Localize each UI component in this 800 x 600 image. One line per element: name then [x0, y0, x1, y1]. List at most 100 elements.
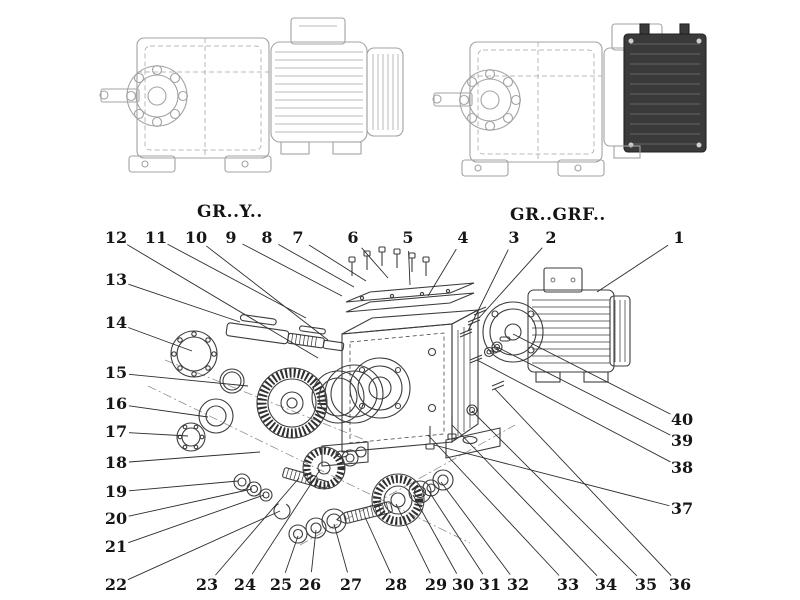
- callout-21: 21: [104, 537, 128, 556]
- assembled-gearmotor-grf: [432, 23, 707, 177]
- leader-line-23: [215, 477, 300, 576]
- cover-bolts: [348, 246, 430, 276]
- leader-line-11: [167, 243, 307, 319]
- callout-3: 3: [508, 228, 520, 247]
- output-bearings-and-rings: [170, 330, 245, 452]
- callout-11: 11: [144, 228, 168, 247]
- leader-line-21: [128, 494, 265, 544]
- callout-6: 6: [347, 228, 359, 247]
- output-gear: [256, 367, 328, 439]
- callout-30: 30: [451, 575, 475, 594]
- callout-31: 31: [478, 575, 502, 594]
- callout-14: 14: [104, 313, 128, 332]
- callout-7: 7: [292, 228, 304, 247]
- leader-line-4: [427, 248, 457, 297]
- leader-line-1: [596, 244, 669, 293]
- leader-line-14: [128, 327, 193, 352]
- leader-line-6: [361, 247, 389, 279]
- intermediate-pinion-cluster: [233, 446, 367, 520]
- leader-line-30: [412, 494, 458, 574]
- callout-8: 8: [261, 228, 273, 247]
- leader-line-34: [451, 424, 598, 576]
- callout-26: 26: [298, 575, 322, 594]
- callout-15: 15: [104, 363, 128, 382]
- callout-20: 20: [104, 509, 128, 528]
- leader-line-8: [278, 243, 355, 288]
- callout-40: 40: [670, 410, 694, 429]
- callout-33: 33: [556, 575, 580, 594]
- leader-line-26: [310, 529, 317, 573]
- gear-housing: [321, 309, 501, 467]
- callout-1: 1: [673, 228, 685, 247]
- motor: [482, 267, 631, 383]
- callout-24: 24: [233, 575, 257, 594]
- leader-line-18: [128, 451, 261, 463]
- motor-with-fan-cover: [270, 17, 404, 155]
- bearing-covers: [311, 364, 384, 424]
- leader-line-3: [467, 249, 509, 332]
- callout-37: 37: [670, 499, 694, 518]
- callout-13: 13: [104, 270, 128, 289]
- callout-25: 25: [269, 575, 293, 594]
- motor-with-dark-cover: [603, 23, 707, 159]
- callout-38: 38: [670, 458, 694, 477]
- callout-39: 39: [670, 431, 694, 450]
- input-shaft-cluster: [288, 469, 454, 544]
- exploded-view: [147, 246, 631, 546]
- callout-23: 23: [195, 575, 219, 594]
- leader-line-22: [127, 510, 281, 581]
- leader-line-16: [128, 405, 209, 418]
- callout-19: 19: [104, 482, 128, 501]
- leader-line-38: [476, 359, 671, 463]
- leader-line-36: [494, 388, 672, 576]
- leader-line-39: [496, 346, 671, 436]
- leader-line-5: [408, 250, 411, 286]
- output-shaft: [225, 314, 345, 352]
- leader-line-19: [128, 480, 239, 492]
- leader-line-12: [126, 244, 319, 359]
- callout-32: 32: [506, 575, 530, 594]
- callout-12: 12: [104, 228, 128, 247]
- callout-35: 35: [634, 575, 658, 594]
- callout-9: 9: [225, 228, 237, 247]
- callout-4: 4: [457, 228, 469, 247]
- callout-28: 28: [384, 575, 408, 594]
- leader-line-24: [251, 469, 321, 575]
- callout-5: 5: [402, 228, 414, 247]
- leader-line-15: [128, 373, 249, 387]
- assembled-gearmotor-y: [99, 17, 404, 173]
- callout-27: 27: [339, 575, 363, 594]
- leader-line-7: [308, 244, 367, 282]
- leader-line-20: [128, 488, 253, 517]
- leader-line-17: [128, 432, 189, 437]
- leader-line-40: [512, 333, 671, 415]
- foot-bolts: [425, 380, 505, 450]
- leader-line-25: [284, 535, 299, 573]
- callout-22: 22: [104, 575, 128, 594]
- leader-line-27: [333, 523, 348, 573]
- callout-36: 36: [668, 575, 692, 594]
- leader-line-10: [206, 245, 329, 341]
- leader-line-29: [395, 503, 431, 574]
- leader-line-32: [440, 481, 511, 575]
- leader-line-9: [242, 243, 343, 297]
- leader-line-37: [433, 444, 670, 507]
- callout-16: 16: [104, 394, 128, 413]
- callout-29: 29: [424, 575, 448, 594]
- housing-cover: [345, 282, 475, 313]
- leader-line-13: [128, 283, 241, 323]
- leader-lines: [126, 243, 672, 581]
- variant-label-gr-y: GR..Y..: [197, 202, 263, 222]
- leader-line-35: [471, 410, 638, 577]
- leader-line-28: [364, 516, 392, 574]
- callout-2: 2: [545, 228, 557, 247]
- callout-34: 34: [594, 575, 618, 594]
- variant-label-gr-grf: GR..GRF..: [510, 205, 606, 225]
- leader-line-31: [427, 489, 484, 575]
- callout-10: 10: [184, 228, 208, 247]
- callout-17: 17: [104, 422, 128, 441]
- leader-line-2: [478, 247, 543, 319]
- leader-line-33: [427, 434, 560, 576]
